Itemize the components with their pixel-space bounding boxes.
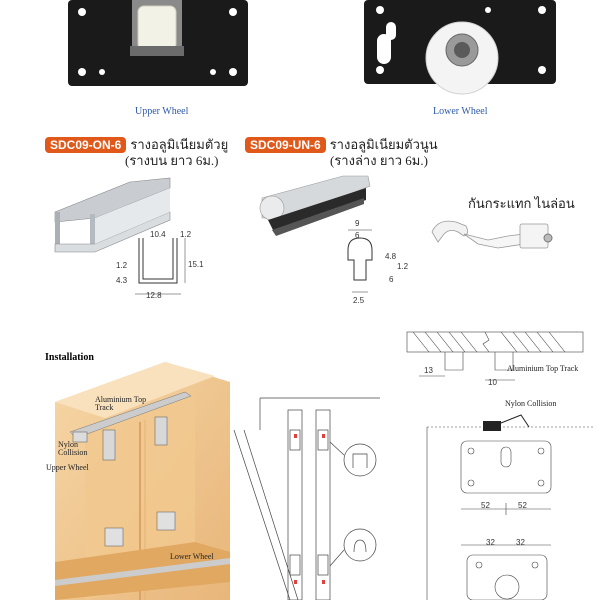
lower-wheel-photo <box>360 0 560 95</box>
dim-un-depth: 6 <box>389 275 394 284</box>
label-right-top-track: Aluminium Top Track <box>507 364 579 373</box>
dim-un-top-outer: 9 <box>355 219 360 228</box>
dim-right-52a: 52 <box>481 501 490 510</box>
u-track-image <box>50 172 180 253</box>
upper-wheel-caption: Upper Wheel <box>135 106 189 117</box>
product-code-on: SDC09-ON-6 <box>45 137 127 153</box>
dim-on-thickness: 1.2 <box>180 230 192 239</box>
product-length-on: (รางบน ยาว 6ม.) <box>125 153 219 168</box>
right-plate-drawing <box>405 405 595 600</box>
product-code-un: SDC09-UN-6 <box>245 137 326 153</box>
lower-wheel-caption: Lower Wheel <box>433 106 488 117</box>
right-section-drawing <box>405 330 585 400</box>
nylon-stopper-image <box>428 214 568 259</box>
label-right-nylon: Nylon Collision <box>505 399 557 408</box>
upper-wheel-photo <box>60 0 255 92</box>
dim-un-top-inner: 6 <box>355 231 360 240</box>
bulb-track-drawing <box>330 220 390 305</box>
installation-illustration <box>45 362 230 600</box>
dim-on-width-in: 10.4 <box>150 230 166 239</box>
dim-un-lip: 1.2 <box>397 262 409 271</box>
label-nylon: Nylon Collision <box>58 440 88 457</box>
label-lower-wheel: Lower Wheel <box>170 552 214 561</box>
dim-right-10: 10 <box>488 378 497 387</box>
product-name-on: รางอลูมิเนียมตัวยู <box>130 137 229 152</box>
product-header-on: SDC09-ON-6 รางอลูมิเนียมตัวยู <box>45 136 228 154</box>
dim-right-13: 13 <box>424 366 433 375</box>
product-length-un: (รางล่าง ยาว 6ม.) <box>330 153 428 168</box>
label-top-track: Aluminium Top Track <box>95 395 147 412</box>
dim-on-height: 15.1 <box>188 260 204 269</box>
dim-on-lip: 1.2 <box>116 261 128 270</box>
dim-right-32a: 32 <box>486 538 495 547</box>
label-upper-wheel: Upper Wheel <box>46 463 89 472</box>
middle-tech-drawing <box>230 390 390 600</box>
dim-right-32b: 32 <box>516 538 525 547</box>
installation-title: Installation <box>45 352 94 363</box>
product-name-un: รางอลูมิเนียมตัวนูน <box>329 137 438 152</box>
dim-un-neck: 4.8 <box>385 252 397 261</box>
dim-right-52b: 52 <box>518 501 527 510</box>
dim-on-gap: 4.3 <box>116 276 128 285</box>
product-header-un: SDC09-UN-6 รางอลูมิเนียมตัวนูน <box>245 136 438 154</box>
dim-on-width-out: 12.8 <box>146 291 162 300</box>
bulb-track-image <box>248 170 378 245</box>
stopper-label: กันกระแทก ไนล่อน <box>468 196 575 211</box>
dim-un-base: 2.5 <box>353 296 365 305</box>
u-track-drawing <box>115 228 205 303</box>
